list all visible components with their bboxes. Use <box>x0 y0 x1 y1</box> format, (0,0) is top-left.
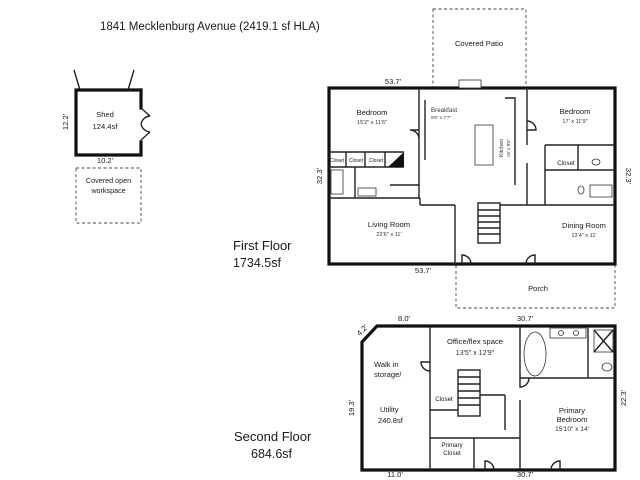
first-floor: Covered Patio Porch <box>233 8 633 309</box>
utility-label: Utility <box>380 405 399 414</box>
covered-patio-label: Covered Patio <box>455 39 503 48</box>
walk-in-line-2: storage/ <box>374 370 402 379</box>
first-floor-bottom-dim: 53.7' <box>415 266 432 275</box>
office-dim: 13'5" x 12'9" <box>456 350 495 357</box>
second-floor-label: Second Floor <box>234 429 312 444</box>
closet-2-label: Closet <box>349 158 364 164</box>
shed: Shed 124.4sf 12.2' 10.2' Covered open wo… <box>61 69 151 224</box>
second-dim-left: 19.3' <box>347 399 356 416</box>
walk-in-line-1: Walk in <box>374 360 399 369</box>
second-floor-area: 684.6sf <box>251 447 293 461</box>
primary-bedroom-dim: 15'10" x 14' <box>555 426 589 433</box>
primary-bedroom-line-1: Primary <box>559 406 585 415</box>
plan-title: 1841 Mecklenburg Avenue (2419.1 sf HLA) <box>100 21 320 33</box>
first-floor-label: First Floor <box>233 238 292 253</box>
second-dim-bottom-right: 30.7' <box>517 470 534 479</box>
closet-3-label: Closet <box>369 158 384 164</box>
utility-area: 240.8sf <box>378 416 404 425</box>
dining-room-label: Dining Room <box>562 221 606 230</box>
shed-width-dim: 10.2' <box>97 156 114 165</box>
covered-workspace-label: Covered open workspace <box>85 176 132 195</box>
primary-closet-line-2: Closet <box>443 450 461 457</box>
shed-label: Shed <box>96 110 114 119</box>
dining-room-dim: 13'4" x 11' <box>571 233 596 239</box>
primary-bedroom-line-2: Bedroom <box>557 415 588 424</box>
porch-label: Porch <box>528 284 548 293</box>
breakfast-dim: 9'6" x 7'7" <box>431 115 451 120</box>
primary-closet-line-1: Primary <box>441 442 463 449</box>
covered-patio-outline <box>432 8 527 89</box>
second-closet-label: Closet <box>435 396 453 403</box>
living-room-label: Living Room <box>368 220 410 229</box>
breakfast-label: Breakfast <box>431 107 457 114</box>
second-dim-bottom-left: 11.0' <box>387 470 403 479</box>
kitchen-label: Kitchen <box>499 139 505 158</box>
second-floor: Office/flex space 13'5" x 12'9" Walk in … <box>234 314 628 479</box>
second-dim-top-right: 30.7' <box>517 314 534 323</box>
shed-height-dim: 12.2' <box>61 113 70 130</box>
first-floor-stairs <box>477 202 501 244</box>
second-dim-top-left: 8.0' <box>398 314 411 323</box>
closet-right-label: Closet <box>557 160 575 167</box>
bedroom-left-dim: 15'2" x 11'6" <box>357 120 387 126</box>
first-floor-top-dim: 53.7' <box>385 77 402 86</box>
first-floor-right-dim: 32.3' <box>624 168 633 185</box>
bedroom-left-label: Bedroom <box>357 108 388 117</box>
first-floor-area: 1734.5sf <box>233 256 281 270</box>
shed-area: 124.4sf <box>93 122 119 131</box>
second-floor-stairs <box>457 369 506 430</box>
first-floor-left-dim: 32.3' <box>315 167 324 184</box>
bedroom-right-label: Bedroom <box>560 107 591 116</box>
office-label: Office/flex space <box>447 337 503 346</box>
bedroom-right-dim: 17' x 11'9" <box>562 119 587 125</box>
closet-1-label: Closet <box>330 158 345 164</box>
second-floor-outline <box>360 324 617 472</box>
second-dim-right: 22.3' <box>619 389 628 406</box>
kitchen-dim: 16' x 9'5" <box>506 138 511 157</box>
living-room-dim: 22'6" x 11' <box>376 232 401 238</box>
